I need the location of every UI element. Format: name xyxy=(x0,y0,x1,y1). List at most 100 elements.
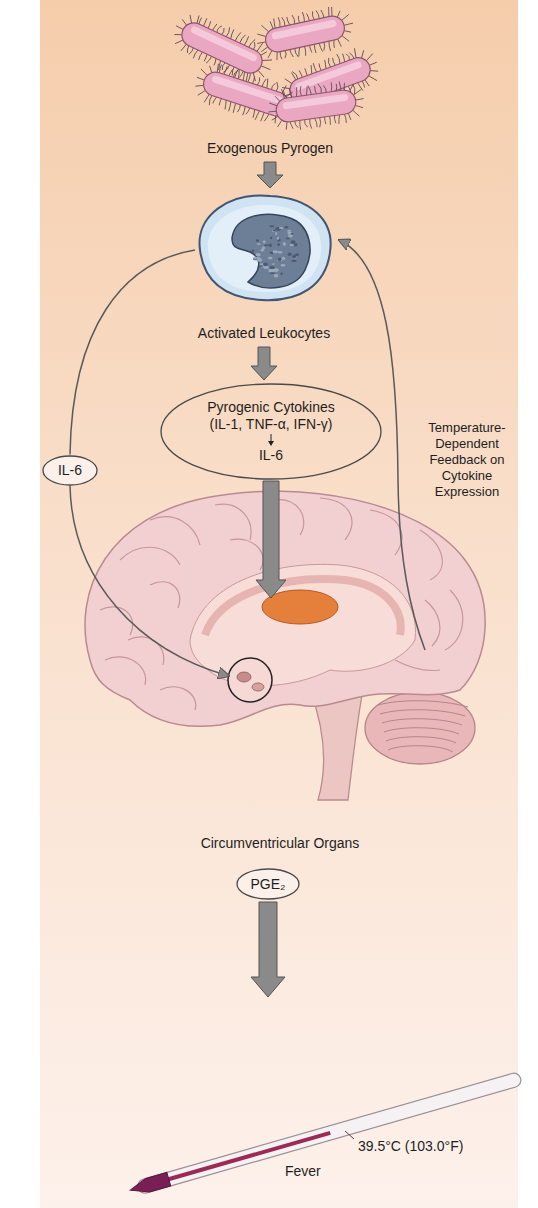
chromatin-dot xyxy=(270,272,276,274)
node-label: Pyrogenic Cytokines (IL-1, TNF-α, IFN-γ) xyxy=(196,399,346,433)
flow-arrow xyxy=(251,347,277,380)
ellipse-border xyxy=(43,456,97,485)
loop-connector xyxy=(70,486,229,677)
bacterium xyxy=(265,78,366,135)
chromatin-dot xyxy=(256,258,262,260)
chromatin-dot xyxy=(278,258,282,262)
gyrus xyxy=(100,607,133,635)
gyrus xyxy=(320,498,352,540)
organ-circle xyxy=(228,658,272,702)
chromatin-dot xyxy=(252,249,255,252)
bacterium-highlight xyxy=(211,75,284,105)
chromatin-dot xyxy=(280,272,282,275)
edge-label: Temperature-Dependent Feedback on Cytoki… xyxy=(412,420,522,500)
chromatin-dot xyxy=(269,243,272,247)
loop-connector xyxy=(70,250,195,455)
chromatin-dot xyxy=(268,257,273,260)
cerebellum xyxy=(365,692,475,764)
cerebellum-folia xyxy=(378,701,468,752)
gyrus xyxy=(150,582,180,608)
chromatin-dot xyxy=(257,243,261,245)
cell-nucleus xyxy=(232,214,310,287)
chromatin-dot xyxy=(273,250,278,253)
cytokine-ellipse: Pyrogenic Cytokines (IL-1, TNF-α, IFN-γ)… xyxy=(160,383,382,480)
chromatin-dot xyxy=(275,232,277,235)
ellipse-border xyxy=(161,384,381,479)
chromatin-dot xyxy=(278,251,283,253)
bacterium-highlight xyxy=(190,26,258,63)
fimbriae xyxy=(265,78,366,135)
chromatin-dot xyxy=(261,249,265,252)
gyrus xyxy=(445,590,463,650)
chromatin-dot xyxy=(272,230,275,233)
cerebrum xyxy=(85,491,485,726)
medial-region xyxy=(190,564,416,685)
chromatin-dot xyxy=(288,253,292,256)
chromatin-dot xyxy=(282,257,285,260)
chromatin-dot xyxy=(273,230,276,232)
thermometer-bulb xyxy=(128,1172,170,1196)
leukocyte-cell: Activated Leukocytes xyxy=(178,190,350,345)
chromatin-dot xyxy=(270,237,272,240)
node-label: PGE₂ xyxy=(251,876,286,893)
flow-arrow xyxy=(256,481,286,598)
chromatin-dot xyxy=(279,227,284,229)
cytokine-ellipse: IL-6 xyxy=(42,455,98,486)
brain-illustration xyxy=(85,491,485,800)
chromatin-dot xyxy=(295,253,299,256)
organ-detail xyxy=(252,683,264,691)
chromatin-dot xyxy=(255,253,260,256)
bacterium-highlight xyxy=(282,93,348,109)
chromatin-dot xyxy=(287,230,291,232)
nucleus-texture xyxy=(252,225,300,277)
node-label: Circumventricular Organs xyxy=(201,835,360,852)
bacterium-body xyxy=(275,89,358,124)
chromatin-dot xyxy=(256,259,262,262)
gyrus xyxy=(150,517,200,545)
gyrus xyxy=(120,547,180,565)
bacterium xyxy=(253,2,358,65)
inner-arrow-line xyxy=(271,434,272,442)
chromatin-dot xyxy=(260,263,263,265)
inner-arrow-head xyxy=(268,441,274,446)
gyrus xyxy=(160,687,196,710)
node-label: Exogenous Pyrogen xyxy=(207,140,333,157)
fimbriae xyxy=(253,2,358,65)
mediator-ellipse: PGE₂ xyxy=(236,868,300,900)
chromatin-dot xyxy=(284,226,288,229)
bacteria-illustration xyxy=(167,2,385,134)
background-panel xyxy=(40,0,518,1208)
bacterium-body xyxy=(178,19,266,77)
organ-detail xyxy=(237,672,251,682)
leukocyte-illustration xyxy=(200,196,331,301)
chromatin-dot xyxy=(291,233,294,235)
chromatin-dot xyxy=(269,266,274,269)
chromatin-dot xyxy=(272,263,275,265)
chromatin-dot xyxy=(256,239,259,242)
inner-arrow xyxy=(264,434,278,446)
chromatin-dot xyxy=(277,243,280,246)
gyrus xyxy=(420,530,442,580)
chromatin-dot xyxy=(273,268,279,272)
thermometer: Fever xyxy=(110,1000,530,1200)
chromatin-dot xyxy=(290,244,294,246)
chromatin-dot xyxy=(263,240,266,243)
chromatin-dot xyxy=(291,260,296,262)
chromatin-dot xyxy=(277,237,279,240)
chromatin-dot xyxy=(281,264,286,267)
chromatin-dot xyxy=(254,256,257,259)
thermometer-illustration xyxy=(128,1072,522,1197)
chromatin-dot xyxy=(283,242,286,246)
loop-connector xyxy=(339,240,425,650)
chromatin-dot xyxy=(294,243,298,246)
flow-arrow xyxy=(257,162,283,188)
pyrogen-group: Exogenous Pyrogen xyxy=(170,5,370,160)
temperature-reading: 39.5°C (103.0°F) xyxy=(358,1138,463,1155)
chromatin-dot xyxy=(264,244,269,246)
gyrus xyxy=(370,510,402,555)
node-label: Activated Leukocytes xyxy=(198,325,330,342)
cell-cytoplasm xyxy=(208,205,322,292)
chromatin-dot xyxy=(274,274,279,277)
